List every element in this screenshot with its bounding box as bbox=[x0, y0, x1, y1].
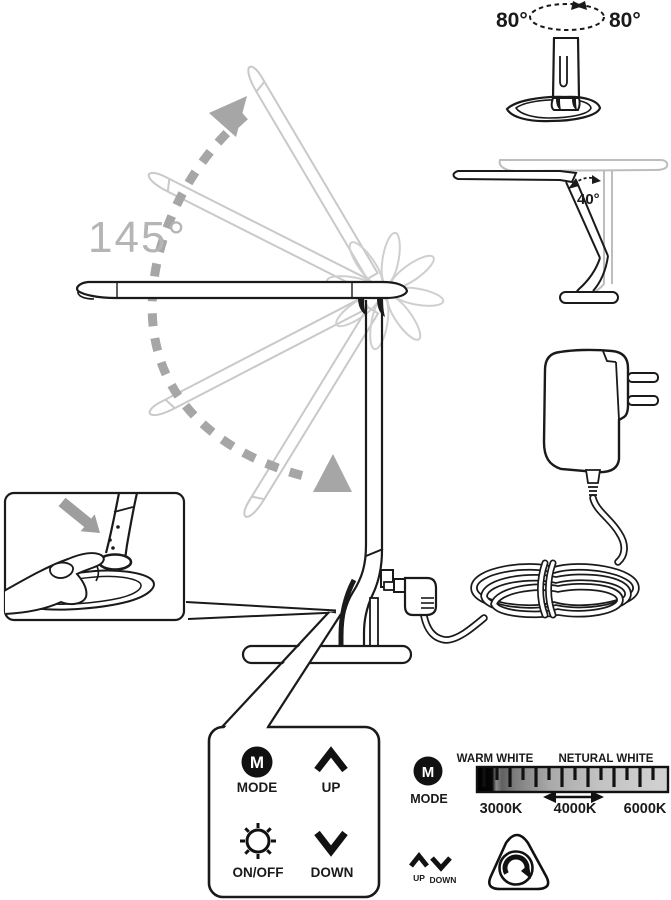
main-lamp-figure: 145° bbox=[76, 63, 445, 665]
tick-4000k: 4000K bbox=[554, 801, 597, 817]
legend-mode-label: MODE bbox=[410, 792, 448, 806]
lamp-head-arm bbox=[76, 280, 409, 300]
stem-control-fin bbox=[338, 578, 357, 652]
callout-pointer bbox=[224, 612, 340, 729]
warm-white-title: WARM WHITE bbox=[457, 753, 534, 765]
legend-up-label: UP bbox=[413, 873, 425, 883]
neutral-white-title: NETURAL WHITE bbox=[559, 753, 654, 765]
chevron-down-icon bbox=[430, 856, 452, 872]
front-view-lamp bbox=[505, 37, 602, 123]
range-arrow-icon bbox=[543, 791, 604, 803]
arm-rotation-angle-label: 145° bbox=[88, 213, 187, 262]
temperature-scale: WARM WHITE NETURAL WHITE 3000K 4000K 600… bbox=[457, 753, 670, 817]
tick-6000k: 6000K bbox=[624, 801, 667, 817]
head-tilt-figure: 40° bbox=[452, 159, 669, 304]
plug-prong-top bbox=[627, 372, 659, 383]
mode-icon bbox=[413, 756, 443, 786]
inset-lamp-stem bbox=[97, 493, 139, 571]
updown-legend: UP DOWN bbox=[409, 851, 457, 885]
control-panel-callout: M MODE UP ON/OFF DOWN bbox=[207, 611, 381, 899]
tilt-lamp bbox=[452, 170, 619, 304]
down-button-label: DOWN bbox=[311, 865, 354, 880]
chevron-up-icon bbox=[314, 746, 348, 773]
panel-up-button: UP bbox=[314, 746, 348, 795]
swivel-angle-left-label: 80° bbox=[496, 9, 528, 32]
mode-icon bbox=[241, 746, 273, 778]
up-button-label: UP bbox=[322, 780, 341, 795]
legend-down-label: DOWN bbox=[430, 875, 457, 885]
lamp-base bbox=[241, 644, 413, 665]
plug-prong-bottom bbox=[627, 395, 659, 406]
power-adapter-figure bbox=[383, 348, 659, 644]
panel-mode-button: M MODE bbox=[237, 746, 278, 795]
sun-icon bbox=[240, 823, 276, 859]
dial-arrow-icon bbox=[502, 854, 531, 879]
mode-button-label: MODE bbox=[237, 780, 278, 795]
mode-icon-letter: M bbox=[250, 753, 264, 772]
chevron-down-icon bbox=[314, 830, 348, 857]
hand-illustration bbox=[5, 552, 105, 616]
panel-onoff-button: ON/OFF bbox=[233, 823, 284, 880]
tilt-angle-label: 40° bbox=[577, 191, 600, 208]
onoff-button-label: ON/OFF bbox=[233, 865, 284, 880]
rotation-arc-arrow-icon bbox=[147, 96, 352, 492]
hand-inset-figure bbox=[3, 491, 337, 622]
dc-plug bbox=[383, 576, 438, 617]
legend-mode-letter: M bbox=[422, 764, 435, 781]
press-arrow-icon bbox=[58, 497, 100, 533]
adapter-cable bbox=[420, 494, 640, 644]
swivel-rotation-arrows-icon bbox=[529, 1, 605, 31]
base-swivel-figure: 80° 80° bbox=[496, 1, 641, 123]
panel-down-button: DOWN bbox=[311, 830, 354, 880]
inset-pointer bbox=[185, 601, 337, 620]
adapter-body bbox=[542, 348, 659, 496]
tilt-ghost-lamp bbox=[498, 159, 669, 295]
dimmer-dial-legend bbox=[488, 833, 550, 891]
tick-3000k: 3000K bbox=[480, 801, 523, 817]
chevron-up-icon bbox=[409, 851, 429, 868]
mode-legend: M MODE bbox=[410, 756, 448, 806]
tilt-arrow-icon bbox=[568, 175, 601, 189]
swivel-angle-right-label: 80° bbox=[609, 9, 641, 32]
scale-ticks bbox=[482, 768, 655, 787]
